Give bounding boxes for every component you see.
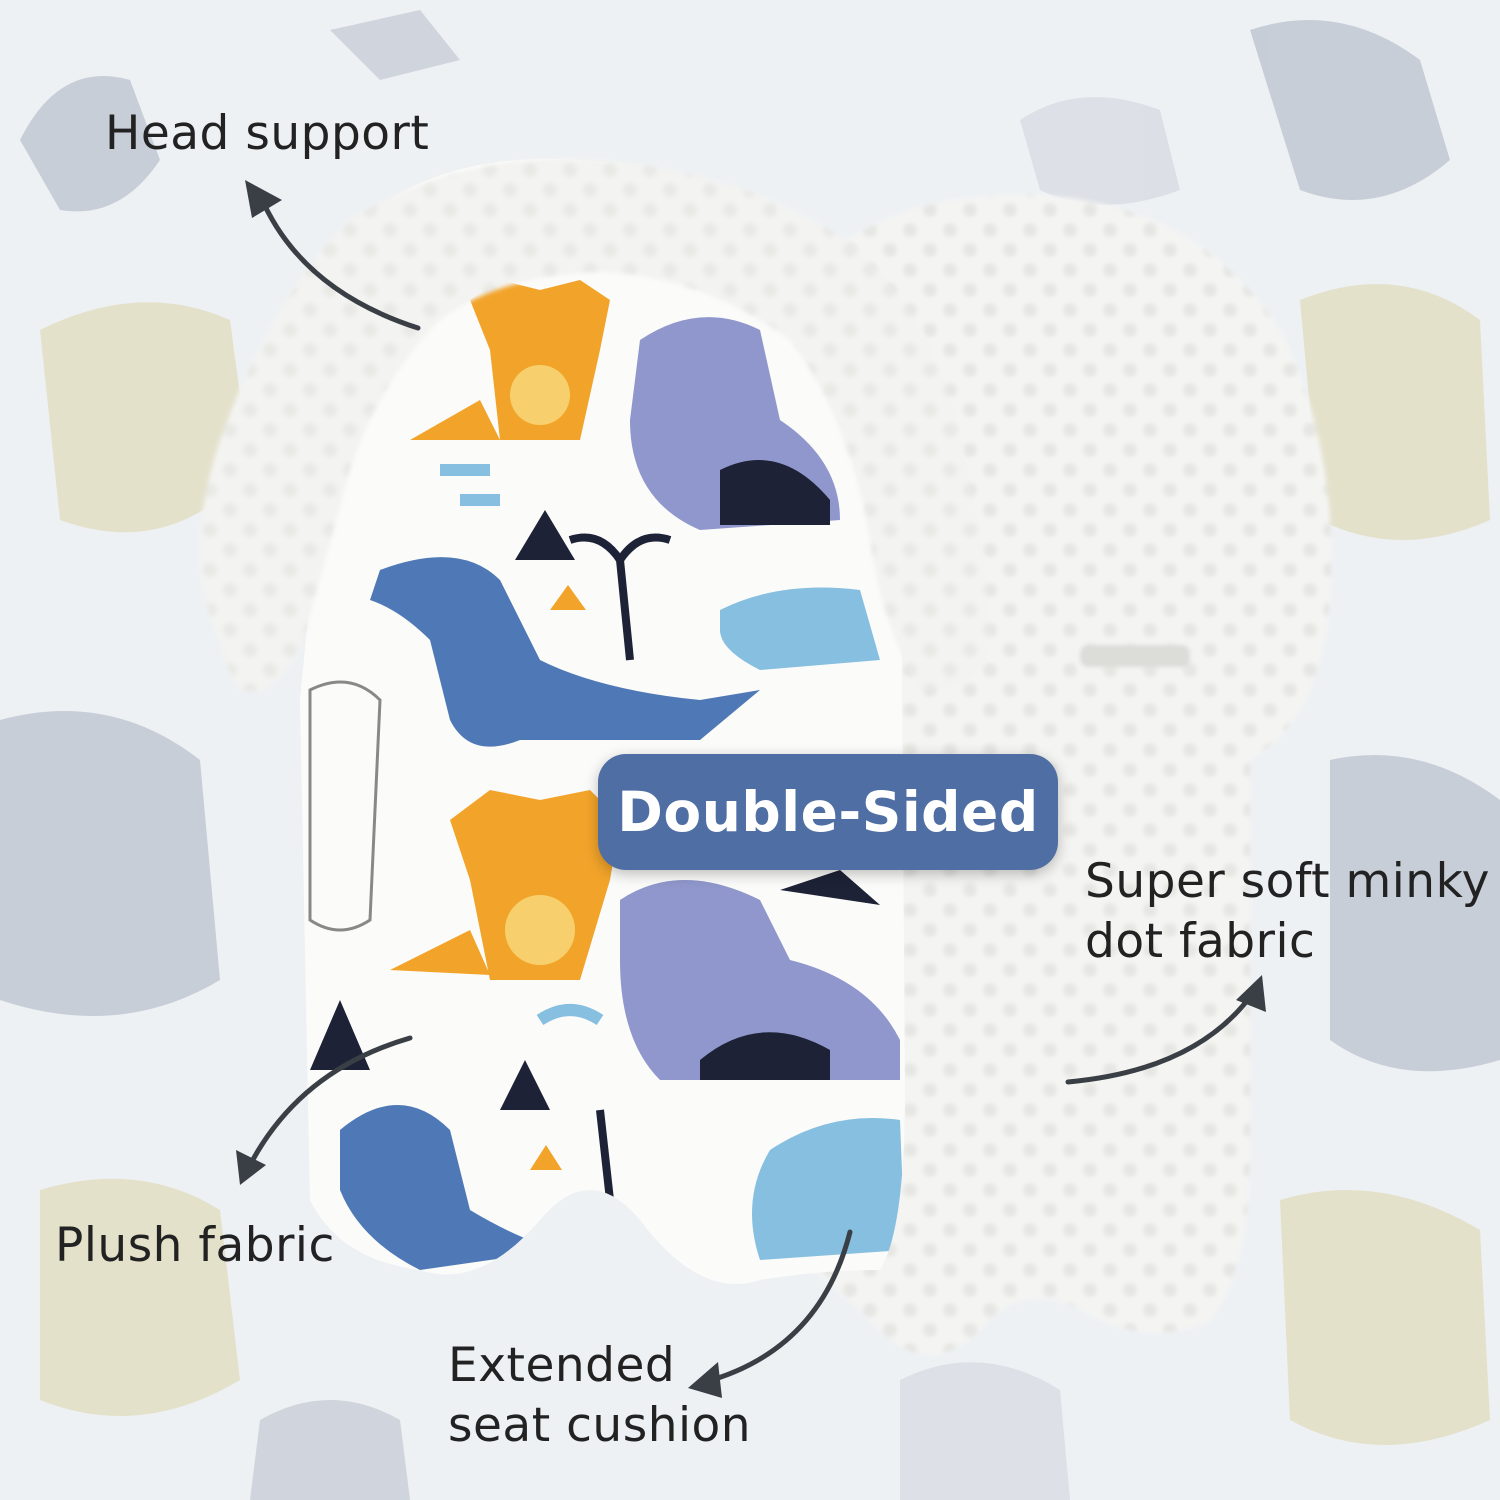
arrowheads	[236, 180, 1266, 1398]
minky-fabric-label-line2: dot fabric	[1085, 914, 1316, 969]
plush-fabric-label: Plush fabric	[55, 1218, 335, 1273]
extended-cushion-label-line1: Extended	[448, 1338, 676, 1393]
curved-arrow-icon	[247, 192, 1258, 1385]
head-support-label: Head support	[105, 106, 430, 161]
plush-side	[300, 159, 905, 1284]
badge-text: Double-Sided	[617, 780, 1039, 844]
background-pattern	[0, 10, 1500, 1500]
double-sided-badge: Double-Sided	[598, 754, 1058, 870]
head-support-pillow	[200, 158, 990, 692]
minky-fabric-label-line1: Super soft minky	[1085, 854, 1490, 909]
extended-cushion-label-line2: seat cushion	[448, 1398, 752, 1453]
